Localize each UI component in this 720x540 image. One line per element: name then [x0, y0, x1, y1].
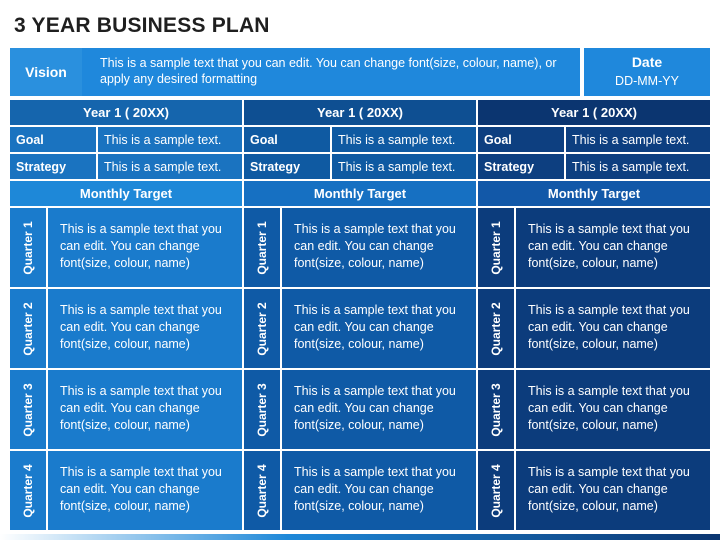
quarter-label-cell: Quarter 2	[10, 289, 46, 368]
goal-label: Goal	[10, 127, 96, 152]
quarter-row: Quarter 1 This is a sample text that you…	[478, 208, 710, 287]
goal-text[interactable]: This is a sample text.	[98, 127, 242, 152]
quarter-label-cell: Quarter 3	[244, 370, 280, 449]
year-header-row: Year 1 ( 20XX)	[478, 100, 710, 125]
quarter-label: Quarter 3	[255, 382, 269, 437]
strategy-row: Strategy This is a sample text.	[244, 154, 476, 179]
quarter-row: Quarter 4 This is a sample text that you…	[244, 451, 476, 530]
quarter-row: Quarter 3 This is a sample text that you…	[478, 370, 710, 449]
monthly-target-row: Monthly Target	[244, 181, 476, 206]
vision-label: Vision	[10, 48, 82, 96]
strategy-row: Strategy This is a sample text.	[478, 154, 710, 179]
quarter-label: Quarter 3	[21, 382, 35, 437]
year-column-1: Year 1 ( 20XX) Goal This is a sample tex…	[10, 100, 242, 532]
strategy-text[interactable]: This is a sample text.	[332, 154, 476, 179]
year-header[interactable]: Year 1 ( 20XX)	[244, 100, 476, 125]
quarter-label-cell: Quarter 4	[478, 451, 514, 530]
goal-label: Goal	[244, 127, 330, 152]
date-label: Date	[631, 54, 663, 70]
quarter-label: Quarter 4	[489, 463, 503, 518]
year-header-row: Year 1 ( 20XX)	[244, 100, 476, 125]
quarter-text[interactable]: This is a sample text that you can edit.…	[516, 451, 710, 530]
quarter-label-cell: Quarter 1	[10, 208, 46, 287]
quarter-label-cell: Quarter 2	[478, 289, 514, 368]
quarter-label: Quarter 2	[489, 301, 503, 356]
strategy-label: Strategy	[478, 154, 564, 179]
quarter-text[interactable]: This is a sample text that you can edit.…	[48, 289, 242, 368]
quarter-row: Quarter 3 This is a sample text that you…	[244, 370, 476, 449]
monthly-target-header: Monthly Target	[10, 181, 242, 206]
quarter-text[interactable]: This is a sample text that you can edit.…	[282, 208, 476, 287]
quarter-label: Quarter 1	[489, 220, 503, 275]
goal-label: Goal	[478, 127, 564, 152]
quarter-row: Quarter 2 This is a sample text that you…	[10, 289, 242, 368]
strategy-text[interactable]: This is a sample text.	[98, 154, 242, 179]
quarter-label-cell: Quarter 3	[478, 370, 514, 449]
quarter-label: Quarter 1	[21, 220, 35, 275]
quarter-text[interactable]: This is a sample text that you can edit.…	[48, 208, 242, 287]
quarter-label-cell: Quarter 4	[10, 451, 46, 530]
strategy-text[interactable]: This is a sample text.	[566, 154, 710, 179]
quarter-row: Quarter 4 This is a sample text that you…	[478, 451, 710, 530]
goal-row: Goal This is a sample text.	[10, 127, 242, 152]
vision-bar: Vision This is a sample text that you ca…	[10, 48, 580, 96]
goal-text[interactable]: This is a sample text.	[332, 127, 476, 152]
monthly-target-row: Monthly Target	[10, 181, 242, 206]
quarter-label: Quarter 4	[21, 463, 35, 518]
bottom-accent-line	[0, 534, 720, 540]
goal-text[interactable]: This is a sample text.	[566, 127, 710, 152]
quarter-text[interactable]: This is a sample text that you can edit.…	[282, 289, 476, 368]
page-title: 3 YEAR BUSINESS PLAN	[14, 14, 270, 37]
goal-row: Goal This is a sample text.	[478, 127, 710, 152]
quarter-text[interactable]: This is a sample text that you can edit.…	[516, 208, 710, 287]
date-value[interactable]: DD-MM-YY	[615, 74, 679, 88]
vision-text[interactable]: This is a sample text that you can edit.…	[100, 56, 557, 86]
strategy-label: Strategy	[10, 154, 96, 179]
goal-row: Goal This is a sample text.	[244, 127, 476, 152]
quarter-text[interactable]: This is a sample text that you can edit.…	[282, 370, 476, 449]
year-column-3: Year 1 ( 20XX) Goal This is a sample tex…	[478, 100, 710, 532]
quarter-label: Quarter 2	[255, 301, 269, 356]
quarter-text[interactable]: This is a sample text that you can edit.…	[282, 451, 476, 530]
quarter-row: Quarter 4 This is a sample text that you…	[10, 451, 242, 530]
quarter-row: Quarter 1 This is a sample text that you…	[244, 208, 476, 287]
monthly-target-header: Monthly Target	[244, 181, 476, 206]
quarter-label: Quarter 3	[489, 382, 503, 437]
quarter-row: Quarter 2 This is a sample text that you…	[478, 289, 710, 368]
quarter-label: Quarter 2	[21, 301, 35, 356]
strategy-row: Strategy This is a sample text.	[10, 154, 242, 179]
quarter-label: Quarter 1	[255, 220, 269, 275]
date-box: Date DD-MM-YY	[584, 48, 710, 96]
quarter-row: Quarter 1 This is a sample text that you…	[10, 208, 242, 287]
quarter-text[interactable]: This is a sample text that you can edit.…	[48, 451, 242, 530]
quarter-label-cell: Quarter 2	[244, 289, 280, 368]
year-header[interactable]: Year 1 ( 20XX)	[478, 100, 710, 125]
quarter-label-cell: Quarter 1	[478, 208, 514, 287]
monthly-target-header: Monthly Target	[478, 181, 710, 206]
year-column-2: Year 1 ( 20XX) Goal This is a sample tex…	[244, 100, 476, 532]
year-header[interactable]: Year 1 ( 20XX)	[10, 100, 242, 125]
quarter-label-cell: Quarter 4	[244, 451, 280, 530]
quarter-label-cell: Quarter 1	[244, 208, 280, 287]
quarter-text[interactable]: This is a sample text that you can edit.…	[516, 289, 710, 368]
quarter-text[interactable]: This is a sample text that you can edit.…	[516, 370, 710, 449]
quarter-label: Quarter 4	[255, 463, 269, 518]
quarter-text[interactable]: This is a sample text that you can edit.…	[48, 370, 242, 449]
strategy-label: Strategy	[244, 154, 330, 179]
year-header-row: Year 1 ( 20XX)	[10, 100, 242, 125]
monthly-target-row: Monthly Target	[478, 181, 710, 206]
quarter-label-cell: Quarter 3	[10, 370, 46, 449]
quarter-row: Quarter 2 This is a sample text that you…	[244, 289, 476, 368]
quarter-row: Quarter 3 This is a sample text that you…	[10, 370, 242, 449]
